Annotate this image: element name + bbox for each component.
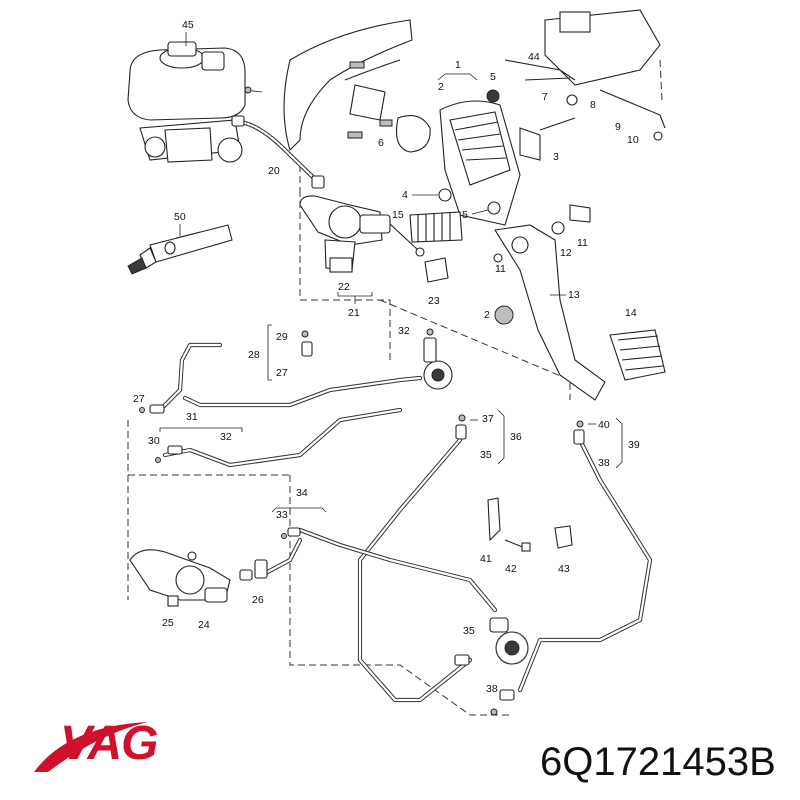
label-5a: 5 (490, 71, 496, 83)
left-fittings (139, 330, 313, 463)
label-6: 6 (378, 137, 384, 149)
reinforced-hose (231, 115, 325, 189)
grease-tube (127, 224, 233, 275)
pedal-box (438, 89, 576, 226)
label-50: 50 (174, 211, 186, 223)
label-25: 25 (162, 617, 174, 629)
label-32b: 32 (220, 431, 232, 443)
label-34: 34 (296, 487, 308, 499)
label-4: 4 (402, 189, 408, 201)
label-30: 30 (148, 435, 160, 447)
brake-master-cylinder-reservoir (127, 41, 263, 163)
label-7: 7 (542, 91, 548, 103)
label-11b: 11 (495, 263, 506, 275)
label-27b: 27 (133, 393, 145, 405)
label-13: 13 (568, 289, 580, 301)
label-28: 28 (248, 349, 260, 361)
label-2: 2 (438, 81, 444, 93)
label-15: 15 (392, 209, 404, 221)
clutch-pedal (493, 204, 666, 401)
brand-logo-text: VAG (60, 717, 158, 770)
label-38a: 38 (598, 457, 610, 469)
right-fittings (455, 414, 585, 445)
label-43: 43 (558, 563, 570, 575)
label-22: 22 (338, 281, 350, 293)
label-1: 1 (455, 59, 461, 71)
label-45: 45 (182, 19, 194, 31)
label-23: 23 (428, 295, 440, 307)
clutch-master-cylinder (299, 195, 449, 283)
hydraulic-coupling (423, 328, 453, 390)
label-8: 8 (590, 99, 596, 111)
clutch-slave-cylinder (129, 549, 268, 607)
label-32a: 32 (398, 325, 410, 337)
part-number: 6Q1721453B (540, 740, 776, 784)
label-41: 41 (480, 553, 492, 565)
spring-bellows (409, 211, 463, 243)
hydraulic-lines (157, 342, 653, 703)
label-38b: 38 (486, 683, 498, 695)
small-hardware (487, 497, 573, 552)
label-40: 40 (598, 419, 610, 431)
label-9: 9 (615, 121, 621, 133)
vag-swoosh-icon (34, 722, 148, 772)
label-27a: 27 (276, 367, 288, 379)
label-21: 21 (348, 307, 360, 319)
label-33: 33 (276, 509, 288, 521)
label-35b: 35 (463, 625, 475, 637)
label-42: 42 (505, 563, 517, 575)
label-37: 37 (482, 413, 494, 425)
pedal-bracket (283, 19, 431, 153)
label-29: 29 (276, 331, 288, 343)
label-20: 20 (268, 165, 280, 177)
label-10: 10 (627, 134, 639, 146)
label-5b: 5 (462, 209, 468, 221)
label-3: 3 (553, 151, 559, 163)
label-36: 36 (510, 431, 522, 443)
label-31: 31 (186, 411, 198, 423)
label-35a: 35 (480, 449, 492, 461)
pedal-switch-bracket (504, 9, 666, 141)
label-2b: 2 (484, 309, 490, 321)
label-26: 26 (252, 594, 264, 606)
label-44: 44 (528, 51, 540, 63)
label-11a: 11 (577, 237, 588, 249)
label-12: 12 (560, 247, 572, 259)
fitting-33 (281, 527, 301, 539)
label-39: 39 (628, 439, 640, 451)
label-24: 24 (198, 619, 210, 631)
group-boundaries (127, 165, 571, 716)
release-bearing-connector (454, 617, 529, 716)
label-14: 14 (625, 307, 637, 319)
